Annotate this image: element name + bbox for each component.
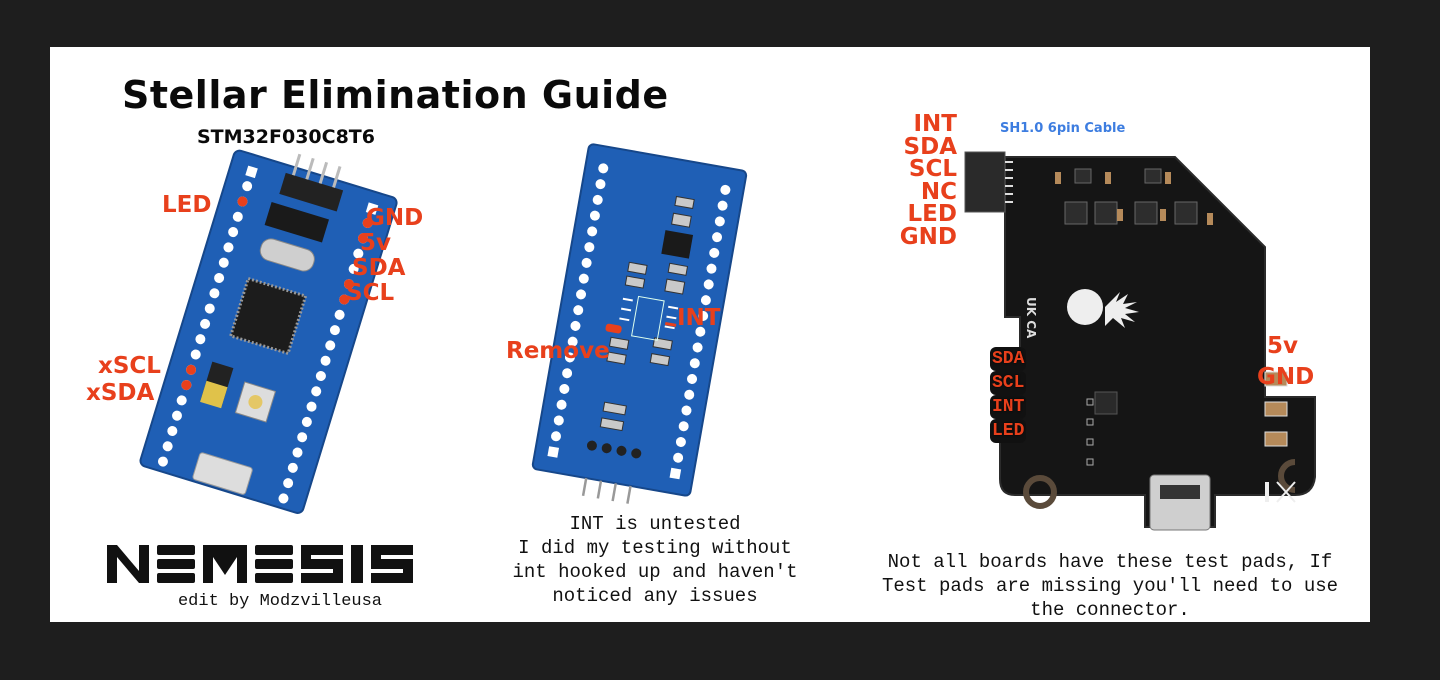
label-5v: 5v	[360, 230, 391, 256]
conn-label-sda: SDA	[903, 133, 957, 160]
pad-label-int: INT	[990, 395, 1027, 419]
label-sda: SDA	[352, 255, 406, 281]
note-line: int hooked up and haven't	[512, 561, 798, 583]
note-int-untested: INT is untested I did my testing without…	[480, 512, 830, 608]
conn-label-nc: NC	[920, 178, 957, 205]
chip-model: STM32F030C8T6	[197, 126, 375, 148]
stellar-pcb-image: UK CA	[964, 151, 1316, 531]
conn-label-gnd: GND	[899, 223, 957, 250]
label-led: LED	[162, 192, 212, 218]
label-xscl: xSCL	[98, 353, 161, 379]
conn-label-led: LED	[907, 201, 957, 227]
pad-label-sda: SDA	[990, 347, 1027, 371]
label-remove: Remove	[506, 338, 610, 364]
guide-panel: Stellar Elimination Guide STM32F030C8T6	[50, 47, 1370, 622]
label-scl: SCL	[346, 280, 395, 306]
page-title: Stellar Elimination Guide	[122, 73, 669, 117]
pad-label-scl: SCL	[990, 371, 1027, 395]
connector-pin-labels: INT SDA SCL NC LED GND	[892, 113, 957, 248]
stm32-front-board-image	[139, 149, 398, 514]
power-label-5v: 5v	[1267, 333, 1298, 359]
note-line: Not all boards have these test pads, If	[887, 551, 1333, 573]
label-gnd: GND	[366, 205, 424, 231]
label-int-board2: INT	[677, 305, 721, 331]
credit-text: edit by Modzvilleusa	[177, 592, 383, 611]
note-line: noticed any issues	[552, 585, 758, 607]
conn-label-scl: SCL	[908, 156, 957, 182]
pad-label-led: LED	[990, 419, 1027, 443]
stm32-back-board-image	[531, 143, 748, 504]
note-test-pads: Not all boards have these test pads, If …	[870, 550, 1350, 622]
nemesis-logo	[107, 545, 413, 583]
power-label-gnd: GND	[1257, 364, 1315, 390]
cable-label: SH1.0 6pin Cable	[1000, 121, 1126, 136]
note-line: Test pads are missing you'll need to use	[881, 575, 1339, 597]
svg-text:UK CA: UK CA	[1024, 297, 1038, 339]
test-pad-labels: SDA SCL INT LED	[990, 347, 1027, 443]
note-line: the connector.	[1030, 599, 1190, 621]
note-line: I did my testing without	[518, 537, 792, 559]
label-xsda: xSDA	[86, 380, 155, 406]
conn-label-int: INT	[913, 111, 958, 137]
note-line: INT is untested	[569, 513, 741, 535]
